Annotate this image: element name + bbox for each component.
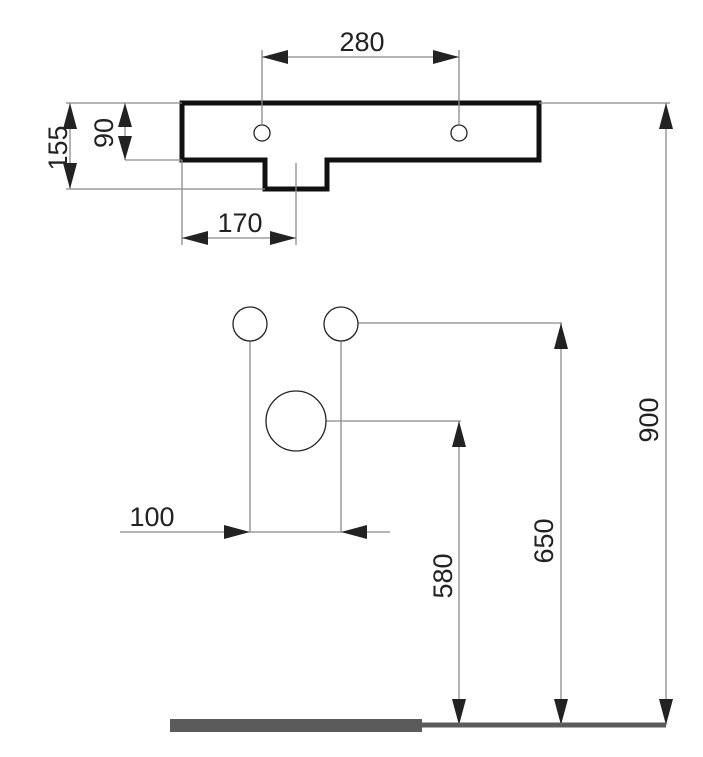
waste-pipe: [265, 390, 327, 452]
basin-top-view: [179, 100, 542, 192]
label-280: 280: [339, 27, 384, 57]
dimension-155: 155: [43, 103, 77, 189]
label-170: 170: [217, 208, 262, 238]
dimension-650: 650: [529, 323, 568, 725]
label-155: 155: [43, 125, 73, 170]
label-900: 900: [634, 397, 664, 442]
dimension-100: 100: [120, 502, 390, 539]
dimension-280: 280: [262, 27, 459, 64]
dimension-170: 170: [182, 208, 296, 245]
dimension-580: 580: [428, 421, 466, 725]
basin-outline: [179, 100, 542, 192]
label-650: 650: [529, 518, 559, 563]
dimension-90: 90: [89, 103, 132, 160]
supply-pipe-left: [232, 306, 268, 342]
dimension-900: 900: [634, 103, 673, 725]
extension-lines: [66, 50, 670, 532]
wall-connections: [232, 306, 359, 452]
tap-hole-right: [450, 124, 468, 142]
label-100: 100: [129, 502, 174, 532]
tap-hole-left: [253, 124, 271, 142]
floor-line: [170, 719, 666, 732]
supply-pipe-right: [323, 306, 359, 342]
label-580: 580: [428, 553, 458, 598]
label-90: 90: [89, 118, 119, 148]
